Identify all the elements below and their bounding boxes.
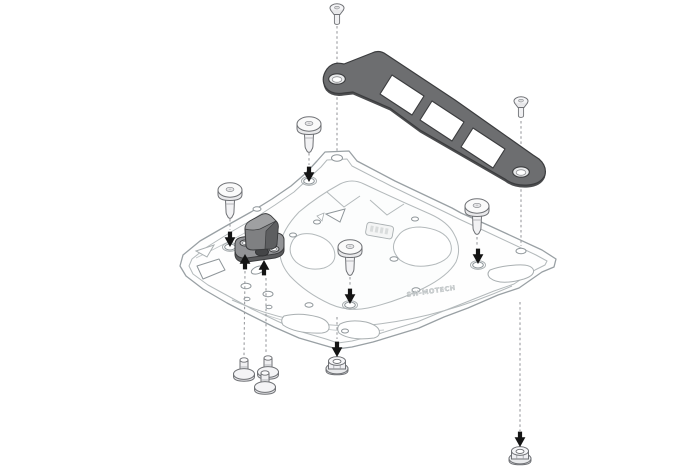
axis-adapter-to-screw-1 (243, 270, 246, 357)
bracket-hole-right-inner (515, 169, 527, 176)
distance-screw-2 (217, 182, 243, 219)
bracket-slot-2 (419, 100, 465, 142)
bottom-slot-left (281, 313, 330, 334)
left-wing-slot (196, 258, 226, 280)
platform-ridge-2 (369, 199, 405, 216)
assembly-axis-lines (229, 26, 522, 431)
platform-chip-detail (365, 221, 394, 240)
flange-nut-1 (325, 356, 349, 376)
bottom-slot-mid (337, 320, 380, 340)
adapter-plate: SW-MOTECH (179, 150, 557, 350)
platform-pocket-left (289, 233, 336, 270)
lock-wedge-top-facet (244, 213, 277, 231)
plate-holes (222, 154, 527, 334)
lock-wedge-side-facet (264, 220, 279, 250)
flange-screw-1 (233, 357, 255, 382)
arrow-down-6 (514, 431, 526, 447)
bracket-slot-1 (379, 74, 425, 116)
bracket-slot-3 (460, 127, 506, 169)
quick-lock-block (234, 213, 285, 263)
flange-nut-2 (508, 446, 532, 466)
countersunk-screw-1 (329, 3, 345, 25)
distance-screw-1 (296, 116, 322, 153)
triangle-cutout-small (316, 212, 325, 222)
platform-ridge-1 (326, 191, 361, 208)
left-wing-sliver (194, 244, 216, 258)
right-wing-slot (487, 264, 535, 283)
countersunk-screw-2 (513, 96, 529, 118)
triangle-cutout-large (324, 208, 346, 223)
plate-centre-platform (279, 180, 460, 310)
bracket-hole-left-inner (331, 76, 343, 83)
mounting-bracket (322, 50, 546, 188)
